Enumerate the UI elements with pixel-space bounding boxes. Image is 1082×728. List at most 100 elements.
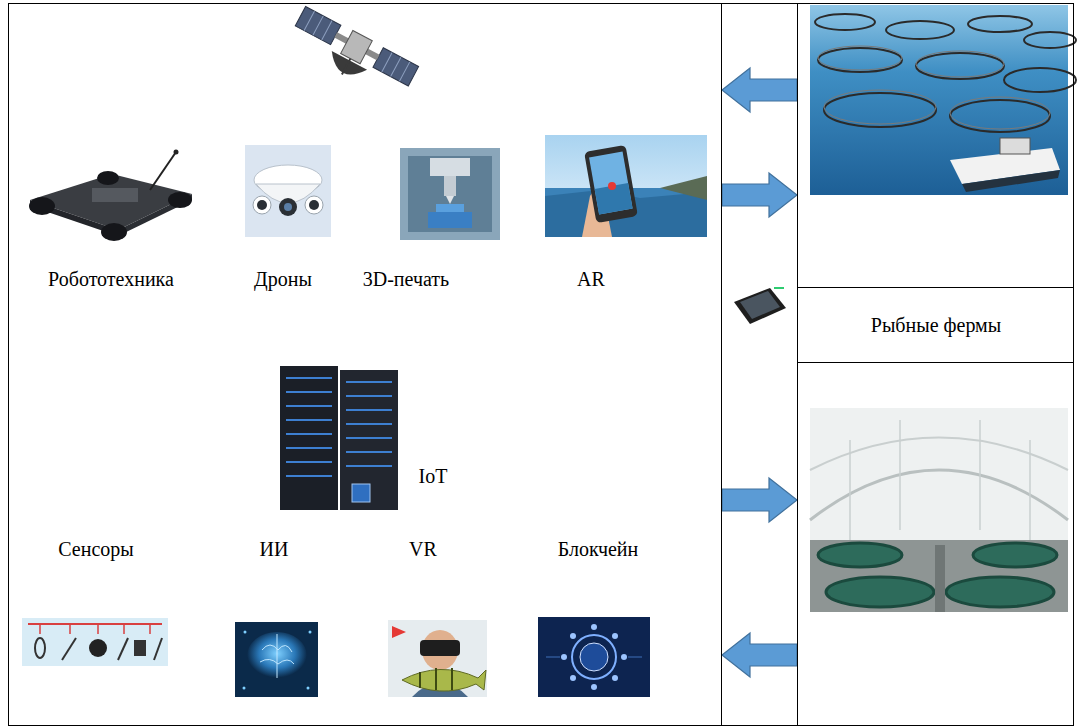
drone-icon-part xyxy=(284,203,292,211)
satellite-icon-part xyxy=(304,11,314,30)
indoor-farm-photo-part-part xyxy=(849,440,851,540)
ar-icon-part xyxy=(584,145,638,223)
indoor-farm-photo-part xyxy=(973,543,1057,567)
drone-icon xyxy=(245,145,331,237)
ar-icon-part xyxy=(589,152,633,215)
blockchain-icon-part xyxy=(561,624,627,690)
sensors-icon-part xyxy=(35,638,45,658)
vr-icon xyxy=(388,620,487,697)
server-icon-part xyxy=(280,366,338,510)
sea-farm-photo-part-part xyxy=(916,51,1004,77)
server-icon-part-part xyxy=(346,465,392,467)
server-icon-part-part xyxy=(286,475,332,477)
ai-icon-part xyxy=(260,634,294,678)
ai-icon-part-part xyxy=(243,687,246,690)
blockchain-icon-part-part xyxy=(591,624,597,630)
printer-icon-part xyxy=(436,204,464,212)
vr-icon-part xyxy=(420,668,452,690)
robot-icon-part xyxy=(150,152,176,190)
robot-icon-part xyxy=(174,150,179,155)
sea-farm-photo-part-part xyxy=(950,97,1050,129)
drone-icon-part xyxy=(257,200,267,210)
sea-farm-photo-part-part xyxy=(950,100,1050,132)
sea-farm-photo-part-part xyxy=(1024,32,1076,48)
server-icon-part-part xyxy=(346,451,392,453)
label-slot: IoT xyxy=(419,464,448,488)
blockchain-icon-part-part xyxy=(612,675,618,681)
robot-icon xyxy=(29,150,192,242)
label-slot: Рыбные фермы xyxy=(871,313,1001,337)
sensors-icon-part-part xyxy=(149,624,151,634)
sensors-icon-part-part xyxy=(39,624,41,634)
satellite-icon-part xyxy=(342,59,350,75)
blockchain-icon-part-part xyxy=(591,684,597,690)
frame-lines-part xyxy=(722,3,797,4)
technology-label: VR xyxy=(409,538,437,560)
indoor-farm-photo-part-part xyxy=(1029,440,1031,540)
technology-label: 3D-печать xyxy=(363,268,449,290)
sea-farm-photo-part xyxy=(815,14,1076,132)
drone-icon-part xyxy=(279,198,297,216)
ar-icon-part xyxy=(608,182,616,190)
blockchain-icon-part xyxy=(546,657,642,658)
ar-icon-part xyxy=(660,176,707,200)
sea-farm-photo-part-part xyxy=(818,48,902,72)
ai-icon xyxy=(235,622,318,697)
sea-farm-photo-part-part xyxy=(916,53,1004,79)
robot-icon-part xyxy=(168,192,192,208)
sea-farm-photo-part xyxy=(962,170,1060,192)
printer-icon-part xyxy=(400,148,500,240)
satellite-icon-part xyxy=(373,48,419,86)
drone-icon-part xyxy=(309,200,319,210)
drone-icon-part xyxy=(305,196,323,214)
ai-icon-part xyxy=(247,632,307,680)
printer-icon-part xyxy=(428,212,472,228)
ar-icon-part xyxy=(545,135,707,237)
sea-farm-photo xyxy=(810,5,1076,195)
technology-label: Робототехника xyxy=(48,268,174,290)
server-icon-part-part xyxy=(286,391,332,393)
ai-icon-part xyxy=(235,622,318,697)
technology-label: ИИ xyxy=(260,538,289,560)
satellite-icon-part xyxy=(313,16,323,35)
vr-icon-part-part xyxy=(451,668,453,690)
frame-lines-part xyxy=(797,287,1074,288)
satellite-icon xyxy=(285,6,419,105)
blockchain-icon-part-part xyxy=(628,657,642,658)
robot-icon-part xyxy=(29,197,55,215)
server-icon-part-part xyxy=(286,447,332,449)
robot-icon-part xyxy=(92,188,138,202)
ai-icon-part-part xyxy=(244,631,247,634)
indoor-farm-photo-part xyxy=(818,543,902,567)
satellite-icon-part xyxy=(382,52,392,71)
server-icon-part xyxy=(352,484,370,502)
label-slot: 3D-печать xyxy=(363,267,449,291)
label-slot: Блокчейн xyxy=(558,537,638,561)
farm-label: Рыбные фермы xyxy=(871,314,1001,336)
satellite-icon-part xyxy=(391,57,401,76)
drone-icon-part xyxy=(245,145,331,237)
technology-panel: РобототехникаДроны3D-печатьARIoTСенсорыИ… xyxy=(8,3,722,726)
indoor-farm-photo-part-part xyxy=(979,420,981,530)
indoor-farm-photo-part xyxy=(946,577,1054,607)
sensors-icon-part xyxy=(28,623,162,625)
sensors-icon-part-part xyxy=(97,624,99,634)
sea-farm-photo-part xyxy=(818,46,1050,129)
server-icon-part xyxy=(340,370,398,510)
phone-icon-part xyxy=(734,288,786,324)
indoor-farm-photo-part xyxy=(826,577,934,607)
vr-icon-part xyxy=(420,640,460,656)
label-slot: Робототехника xyxy=(48,267,174,291)
label-slot: ИИ xyxy=(260,537,289,561)
block-arrow xyxy=(722,478,797,522)
server-icon-part-part xyxy=(286,419,332,421)
technology-label: AR xyxy=(577,268,605,290)
block-arrow xyxy=(722,633,797,677)
label-slot: VR xyxy=(409,537,437,561)
indoor-farm-photo-part xyxy=(850,420,1030,540)
blockchain-icon-part xyxy=(572,635,616,679)
robot-icon-part xyxy=(101,223,127,241)
ai-icon-part xyxy=(243,631,312,690)
